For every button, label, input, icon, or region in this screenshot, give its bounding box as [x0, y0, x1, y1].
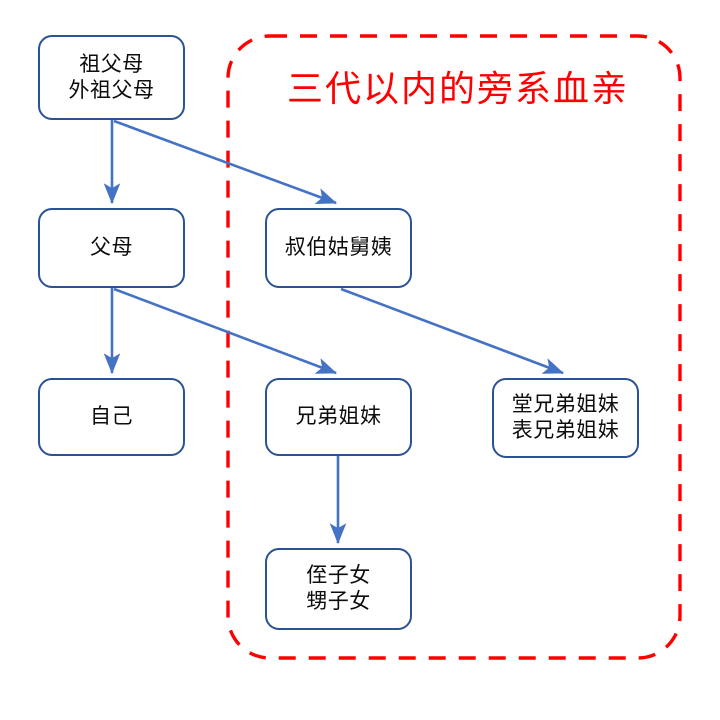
edge-uncles-aunts-to-cousins — [340, 287, 564, 375]
node-uncles-aunts-label: 叔伯姑舅姨 — [284, 235, 393, 260]
edge-grandparents-to-uncles-aunts — [113, 119, 337, 205]
node-cousins-label: 堂兄弟姐妹 表兄弟姐妹 — [511, 392, 620, 442]
group-region-outline — [226, 34, 682, 660]
node-nephews-nieces-label: 侄子女 甥子女 — [306, 563, 371, 613]
edge-parents-to-siblings — [113, 287, 337, 375]
node-nephews-nieces[interactable]: 侄子女 甥子女 — [265, 548, 412, 630]
node-grandparents[interactable]: 祖父母 外祖父母 — [38, 35, 185, 120]
group-region-title: 三代以内的旁系血亲 — [286, 69, 629, 110]
node-uncles-aunts[interactable]: 叔伯姑舅姨 — [265, 208, 412, 288]
node-grandparents-label: 祖父母 外祖父母 — [68, 51, 155, 102]
node-siblings[interactable]: 兄弟姐妹 — [265, 378, 412, 456]
node-parents[interactable]: 父母 — [38, 208, 185, 288]
node-parents-label: 父母 — [90, 235, 133, 260]
node-self-label: 自己 — [90, 404, 133, 429]
node-siblings-label: 兄弟姐妹 — [295, 404, 382, 429]
node-self[interactable]: 自己 — [38, 378, 185, 456]
node-cousins[interactable]: 堂兄弟姐妹 表兄弟姐妹 — [492, 378, 639, 458]
